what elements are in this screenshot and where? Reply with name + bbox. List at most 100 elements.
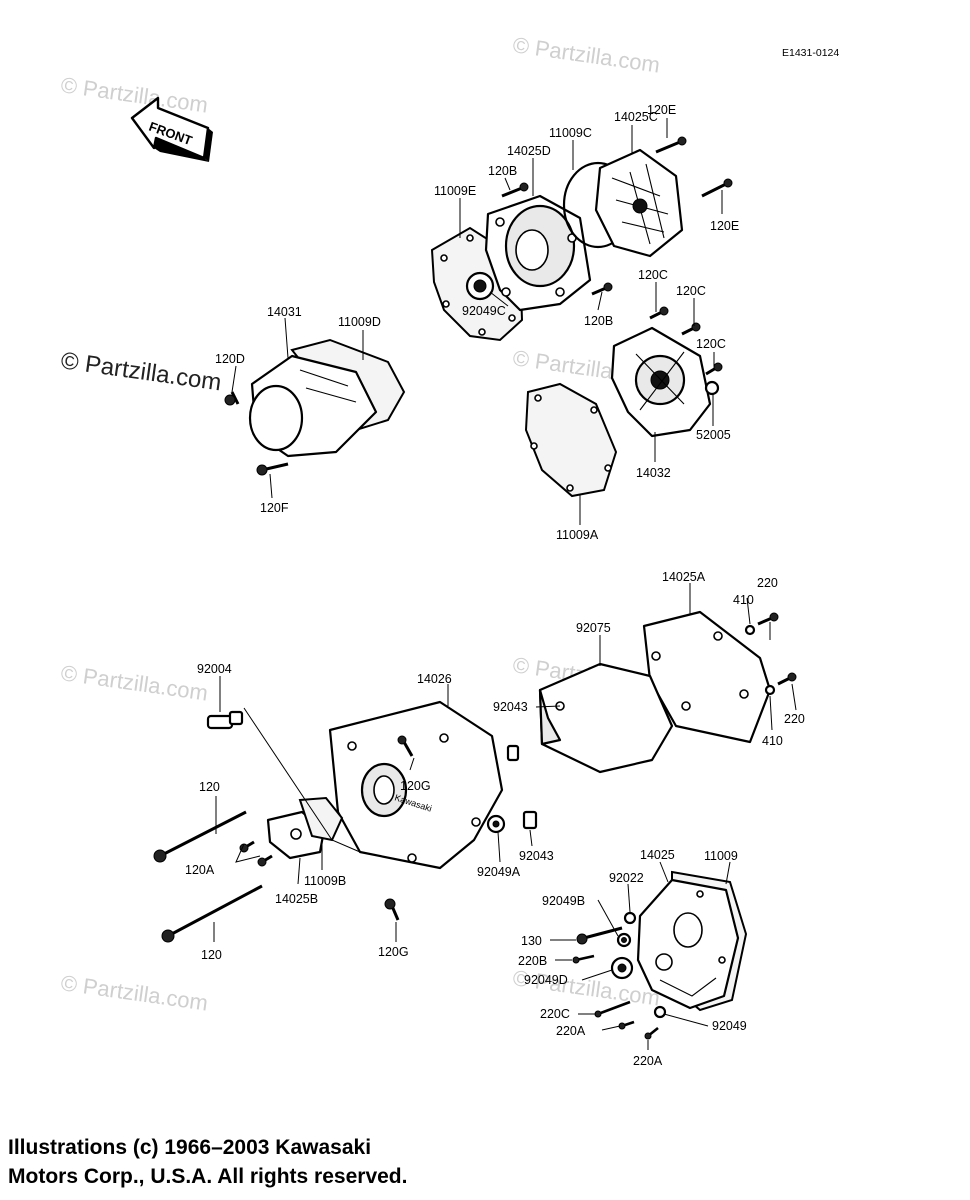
cover-14031 [248,354,378,458]
part-label: 410 [733,593,754,607]
part-label: 14025D [507,144,551,158]
washer-410 [764,684,776,696]
copyright-line: Motors Corp., U.S.A. All rights reserved… [8,1165,408,1188]
part-label: 14026 [417,672,452,686]
diagram-code: E1431-0124 [782,47,839,59]
part-label: 11009C [549,126,592,140]
part-label: 120C [676,284,706,298]
washer-410 [744,624,756,636]
breather-92004 [206,710,244,730]
bolt-120B [501,182,529,198]
leader-lines [213,118,797,1050]
part-label: 14025A [662,570,706,584]
seal-92049D [610,956,634,980]
part-label: 92049D [524,973,568,987]
part-label: 220C [540,1007,570,1021]
part-label: 120C [638,268,668,282]
part-labels: 14025C 120E 11009C 14025D 120B 11009E 12… [185,103,805,1068]
watermark-bold: © Partzilla.com [59,347,223,396]
watermark: © Partzilla.com [59,970,209,1015]
watermark: © Partzilla.com [59,72,209,117]
bolt-120E [701,178,733,198]
part-label: 92049A [477,865,521,879]
part-label: 92049C [462,304,506,318]
copyright-notice: Illustrations (c) 1966–2003 Kawasaki Mot… [8,1133,407,1191]
part-label: 220 [757,576,778,590]
part-label: 120G [378,945,409,959]
part-label: 92022 [609,871,644,885]
bolt-120C [705,362,723,376]
bolt-220C [594,1000,631,1018]
part-label: 120B [584,314,613,328]
bolt-130 [576,926,623,945]
cover-92075 [538,662,674,774]
part-label: 11009 [704,849,738,863]
watermark: © Partzilla.com [59,660,209,705]
part-label: 52005 [696,428,731,442]
front-arrow-icon: FRONT [130,96,213,162]
bolt-120G [397,735,414,757]
bolt-120 [153,810,247,863]
part-label: 220A [633,1054,663,1068]
bolt-220B [572,954,595,964]
part-label: 220 [784,712,805,726]
case-14026: Kawasaki [328,700,504,870]
bolt-220 [777,672,797,686]
bolt-120G [384,898,400,921]
bolt-120 [161,884,263,943]
part-label: 92049 [712,1019,747,1033]
bolt-220A [618,1020,635,1030]
part-label: 14032 [636,466,671,480]
part-label: 120A [185,863,215,877]
watermark: © Partzilla.com [511,965,661,1010]
part-label: 120C [696,337,726,351]
part-label: 92004 [197,662,232,676]
part-label: 120 [201,948,222,962]
part-label: 220B [518,954,547,968]
cover-14025 [636,878,740,1010]
part-label: 14025B [275,892,318,906]
part-label: 120F [260,501,289,515]
bolt-120D [224,391,240,406]
part-label: 120D [215,352,245,366]
part-label: 11009D [338,315,381,329]
watermark: © Partzilla.com [511,32,661,77]
bolt-220 [757,612,779,626]
dowel-92043 [522,810,538,830]
part-label: 11009A [556,528,599,542]
part-label: 14031 [267,305,302,319]
plug-52005 [704,380,720,396]
part-label: 14025C [614,110,658,124]
dowel-92043 [506,744,520,762]
bolt-120C [649,306,669,320]
part-label: 120 [199,780,220,794]
bolt-120A [257,854,273,867]
bolt-220A [644,1026,659,1040]
part-label: 92075 [576,621,611,635]
part-label: 92043 [493,700,528,714]
seal-92049 [653,1005,667,1019]
copyright-line: Illustrations (c) 1966–2003 Kawasaki [8,1136,372,1159]
gasket-11009A [524,382,618,498]
plug-92022 [623,911,637,925]
part-label: 92049B [542,894,585,908]
bolt-120E [655,136,687,154]
bolt-120A [239,840,255,853]
cover-14032 [610,326,712,438]
part-label: 410 [762,734,783,748]
part-label: 14025 [640,848,675,862]
part-label: 130 [521,934,542,948]
part-label: 120E [647,103,676,117]
part-label: 220A [556,1024,586,1038]
seal-92049B [616,932,632,948]
part-label: 120G [400,779,431,793]
part-label: 120E [710,219,739,233]
part-label: 11009B [304,874,346,888]
part-label: 11009E [434,184,476,198]
bolt-120B [591,282,613,296]
bolt-120C [681,322,701,336]
cover-14025D [484,194,592,312]
part-label: 92043 [519,849,554,863]
cover-14025C [594,148,684,258]
seal-92049A [486,814,506,834]
